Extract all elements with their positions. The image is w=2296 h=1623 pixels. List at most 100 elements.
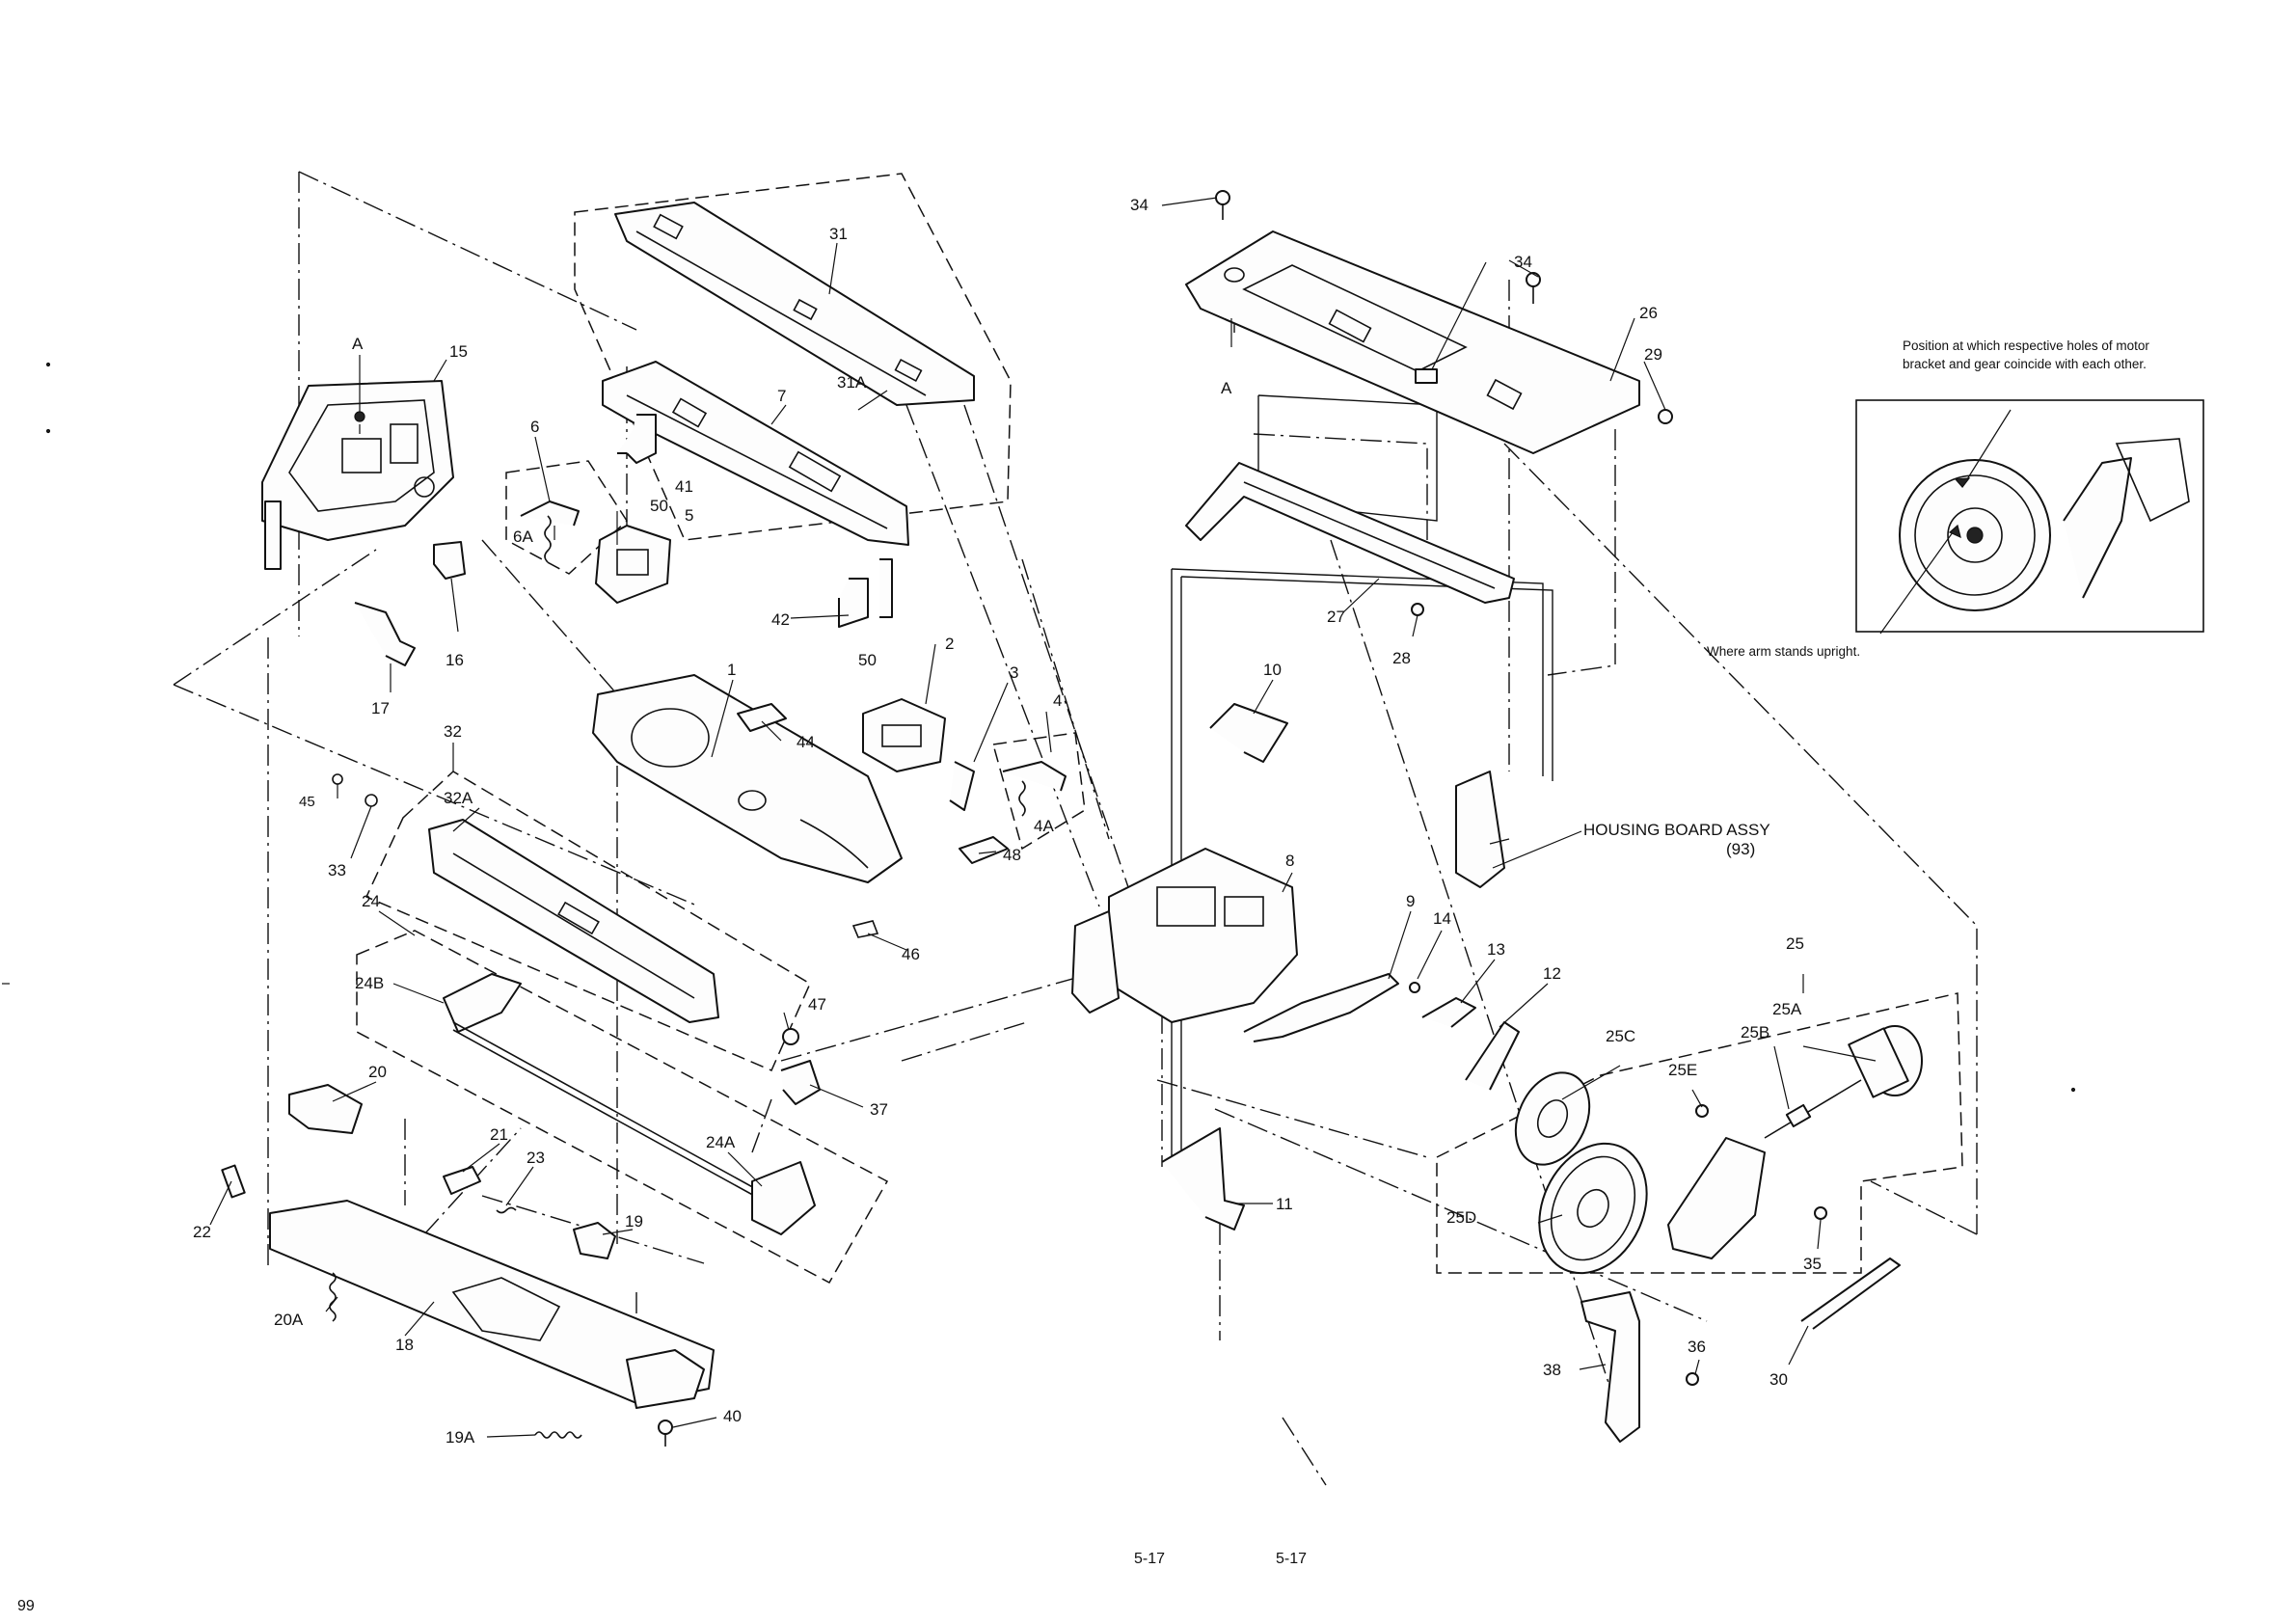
part-27-guide-rail [1185, 462, 1515, 604]
part-2-bracket [862, 698, 946, 772]
label-34-right: 34 [1514, 253, 1532, 271]
label-24A: 24A [706, 1133, 736, 1151]
part-47-nut [782, 1028, 799, 1045]
part-19A-spring [534, 1431, 582, 1439]
group-24-boundary [356, 930, 889, 1285]
part-24-shaft-assembly [443, 973, 816, 1235]
part-23-spring [496, 1206, 517, 1214]
part-25C-gear [1514, 1071, 1591, 1166]
label-47: 47 [808, 995, 826, 1014]
page-number: 99 [17, 1598, 35, 1614]
label-4: 4 [1053, 691, 1062, 710]
part-5-block [595, 525, 671, 604]
label-42: 42 [771, 610, 790, 629]
part-36-screw [1686, 1372, 1699, 1386]
label-17: 17 [371, 699, 390, 717]
leader-lines [209, 197, 1877, 1438]
label-46: 46 [902, 945, 920, 963]
part-25B-shaft [1764, 1079, 1862, 1139]
label-2: 2 [945, 635, 954, 653]
label-26: 26 [1639, 304, 1658, 322]
housing-board-label: HOUSING BOARD ASSY [1583, 821, 1770, 839]
part-22-pin [221, 1164, 246, 1199]
page-ref-right: 5-17 [1276, 1551, 1307, 1567]
label-12: 12 [1543, 964, 1561, 983]
part-50-bracket [879, 558, 893, 618]
label-32A: 32A [444, 789, 473, 807]
page-ref-left: 5-17 [1134, 1551, 1165, 1567]
label-14: 14 [1433, 909, 1451, 928]
label-18: 18 [395, 1336, 414, 1354]
part-35-screw [1814, 1206, 1827, 1220]
label-23: 23 [527, 1149, 545, 1167]
label-A-left: A [352, 335, 364, 353]
part-32-guide-rail [428, 819, 719, 1023]
label-A-right: A [1221, 379, 1232, 397]
housing-board-ref: (93) [1726, 840, 1755, 858]
label-25C: 25C [1606, 1027, 1635, 1045]
label-6A: 6A [513, 527, 533, 546]
part-10-arm [1209, 703, 1288, 763]
part-8-mechanism [1071, 848, 1298, 1023]
label-50b: 50 [858, 651, 877, 669]
position-note-line2: bracket and gear coincide with each othe… [1903, 357, 2147, 371]
label-21: 21 [490, 1125, 508, 1144]
label-8: 8 [1285, 852, 1294, 870]
label-50a: 50 [650, 497, 668, 515]
label-3: 3 [1010, 663, 1018, 682]
label-10: 10 [1263, 661, 1282, 679]
label-15: 15 [449, 342, 468, 361]
part-29-nut [1658, 409, 1673, 424]
part-18-base-tray [269, 1200, 715, 1409]
label-25E: 25E [1668, 1061, 1697, 1079]
label-44: 44 [797, 733, 815, 751]
label-33: 33 [328, 861, 346, 879]
part-38-bracket [1580, 1291, 1640, 1443]
part-14-pin [1409, 982, 1420, 993]
label-24: 24 [362, 892, 380, 910]
part-25D-gear [1538, 1142, 1648, 1275]
part-25A-motor [1848, 1025, 1923, 1098]
page-footer: 5-17 5-17 99 [17, 1551, 1307, 1614]
label-20: 20 [368, 1063, 387, 1081]
part-31-top-plate [614, 202, 975, 406]
label-6: 6 [530, 418, 539, 436]
label-36: 36 [1688, 1338, 1706, 1356]
part-19-bracket [573, 1222, 616, 1259]
part-40-screw [658, 1420, 673, 1447]
label-19: 19 [625, 1212, 643, 1231]
part-37-bracket [780, 1060, 821, 1105]
label-32: 32 [444, 722, 462, 741]
part-13-lever [1421, 997, 1476, 1028]
callouts: HOUSING BOARD ASSY (93) Position at whic… [1583, 338, 2149, 858]
part-26-upper-plate [1185, 230, 1640, 454]
group-6-boundary [505, 460, 628, 575]
position-note-line1: Position at which respective holes of mo… [1903, 338, 2149, 353]
group-25-boundary [1436, 992, 1963, 1274]
label-9: 9 [1406, 892, 1415, 910]
part-42-bracket [838, 578, 869, 628]
label-35: 35 [1803, 1255, 1822, 1273]
part-20-bracket [288, 1084, 363, 1134]
part-41-bracket [626, 414, 657, 464]
label-25A: 25A [1772, 1000, 1802, 1018]
part-housing-board [1455, 771, 1505, 888]
label-45: 45 [299, 794, 315, 810]
part-44-plate [737, 703, 787, 732]
label-19A: 19A [446, 1428, 475, 1447]
part-46-pad [851, 920, 879, 938]
part-25-motor-bracket [1667, 1137, 1766, 1259]
group-31-boundary [574, 173, 1012, 541]
part-9-lever [1243, 973, 1399, 1042]
inset-gear-detail [1855, 399, 2204, 635]
label-31A: 31A [837, 373, 867, 392]
part-33-pin [365, 794, 378, 807]
label-22: 22 [193, 1223, 211, 1241]
part-25E-screw [1695, 1104, 1709, 1118]
label-25B: 25B [1741, 1023, 1769, 1041]
part-12-arm [1465, 1021, 1520, 1091]
label-31: 31 [829, 225, 848, 243]
part-28-screw [1411, 603, 1424, 616]
part-43-clip [1415, 368, 1438, 384]
